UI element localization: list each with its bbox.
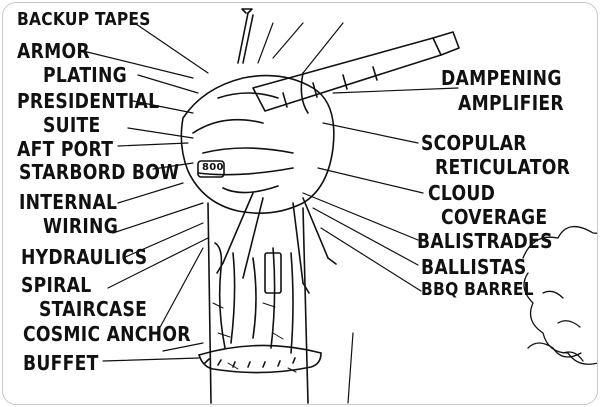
machine-head (180, 8, 335, 215)
label-amplifier: AMPLIFIER (458, 91, 564, 115)
buffet-ring (198, 344, 322, 374)
label-backup-tapes: BACKUP TAPES (17, 9, 151, 30)
label-balistrades: BALISTRADES (417, 229, 553, 253)
tower-drawing (82, 8, 597, 404)
label-wiring: WIRING (43, 214, 119, 238)
label-scopular: SCOPULAR (421, 131, 527, 155)
leader-lines-left (82, 23, 209, 362)
label-armor: ARMOR (17, 39, 90, 63)
label-internal: INTERNAL (19, 190, 118, 214)
label-presidential: PRESIDENTIAL (17, 89, 160, 113)
tower-column (207, 202, 309, 404)
label-staircase: STAIRCASE (39, 297, 148, 321)
label-suite: SUITE (43, 113, 101, 137)
label-buffet: BUFFET (23, 351, 99, 375)
label-bbq-barrel: BBQ BARREL (421, 279, 534, 300)
dampening-amplifier-barrel (252, 31, 460, 114)
label-aft-port: AFT PORT (17, 137, 114, 161)
label-plating: PLATING (43, 63, 127, 87)
label-cloud: CLOUD (428, 181, 496, 205)
label-reticulator: RETICULATOR (435, 155, 571, 179)
cloud (522, 226, 597, 365)
leader-lines-right (257, 22, 459, 404)
label-ballistas: BALLISTAS (421, 255, 527, 279)
hydraulic-arms (216, 192, 337, 294)
label-dampening: DAMPENING (441, 66, 562, 90)
machine-plate-number: 800 (202, 162, 224, 173)
label-hydraulics: HYDRAULICS (21, 245, 148, 269)
label-cosmic-anchor: COSMIC ANCHOR (23, 322, 191, 346)
label-coverage: COVERAGE (441, 205, 548, 229)
label-spiral: SPIRAL (21, 273, 92, 297)
label-starbord-bow: STARBORD BOW (19, 160, 180, 184)
